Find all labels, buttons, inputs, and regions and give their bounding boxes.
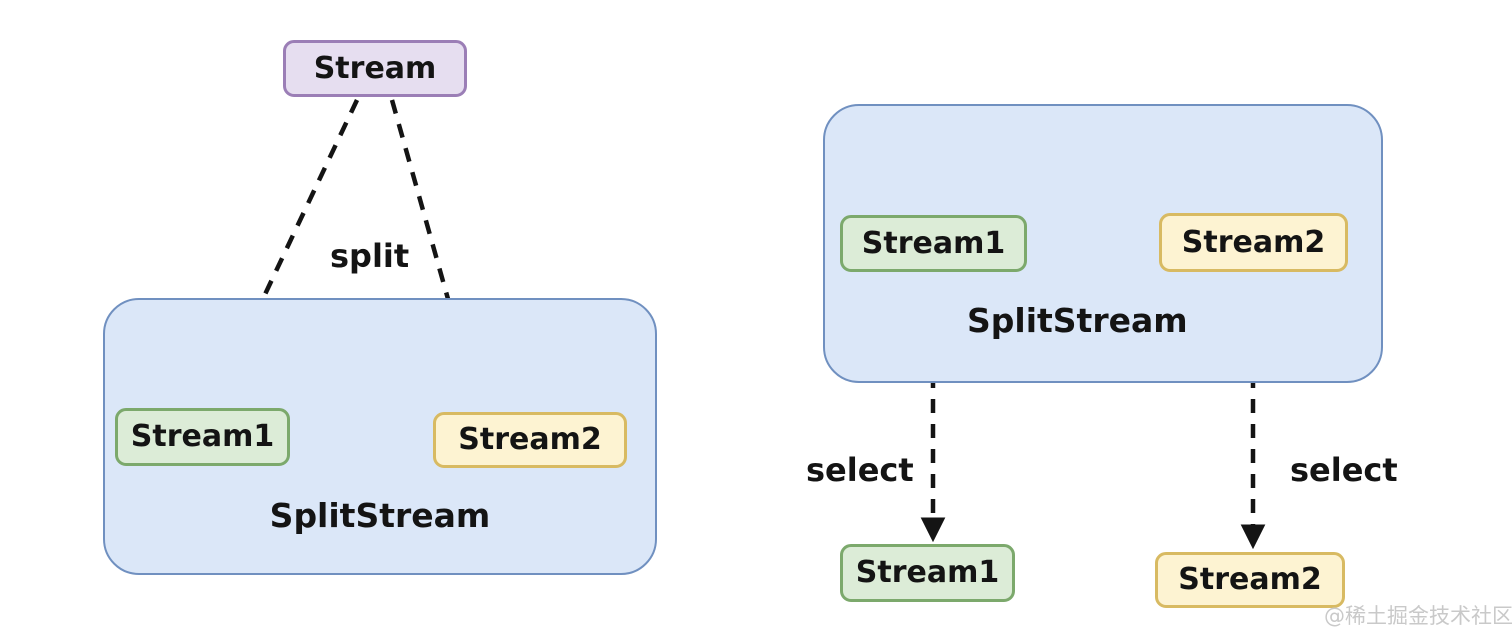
watermark-text: @稀土掘金技术社区 xyxy=(1324,604,1512,628)
select-edge-label-right: select xyxy=(1290,451,1398,489)
stream1-node-right-bottom: Stream1 xyxy=(840,544,1015,602)
stream2-node-right-bottom: Stream2 xyxy=(1155,552,1345,608)
stream1-node-right-top: Stream1 xyxy=(840,215,1027,272)
stream1-node-left: Stream1 xyxy=(115,408,290,466)
split-edge-label: split xyxy=(330,237,410,275)
stream2-node-left: Stream2 xyxy=(433,412,627,468)
stream2-node-right-top: Stream2 xyxy=(1159,213,1348,272)
splitstream-label-right: SplitStream xyxy=(967,301,1188,340)
stream-source-node: Stream xyxy=(283,40,467,97)
splitstream-label-left: SplitStream xyxy=(269,496,491,535)
select-edge-label-left: select xyxy=(806,451,914,489)
